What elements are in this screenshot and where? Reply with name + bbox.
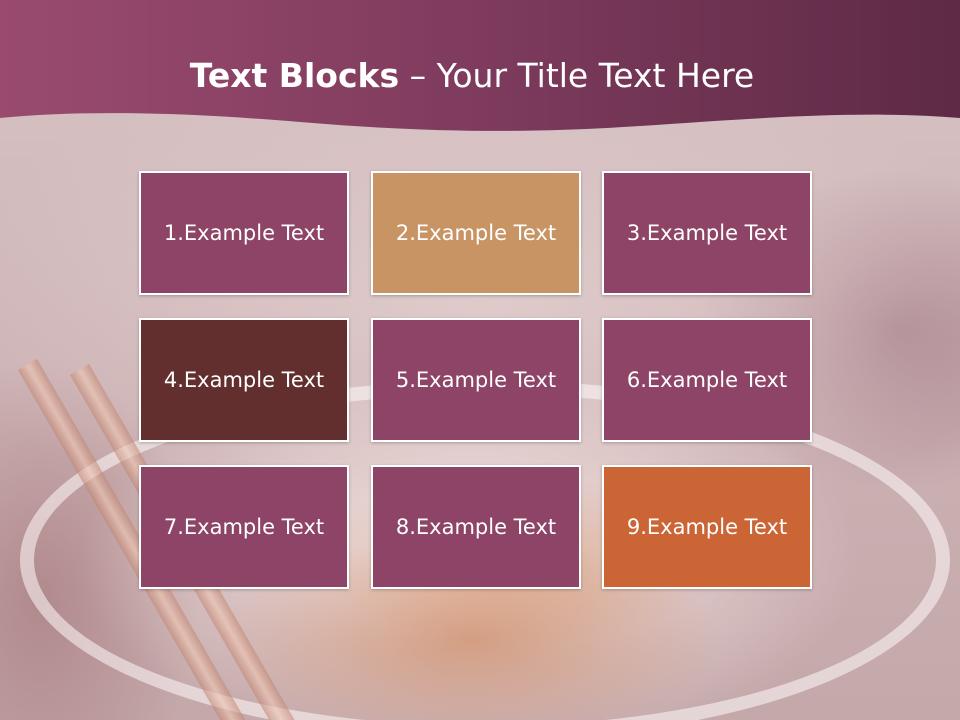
text-block-label: 6.Example Text xyxy=(626,368,788,392)
title-bold: Text Blocks xyxy=(189,56,400,95)
text-block-1[interactable]: 1.Example Text xyxy=(139,171,349,295)
title-band: Text Blocks – Your Title Text Here xyxy=(0,0,960,150)
text-block-label: 7.Example Text xyxy=(163,515,325,539)
text-block-4[interactable]: 4.Example Text xyxy=(139,318,349,442)
text-block-label: 8.Example Text xyxy=(395,515,557,539)
title-band-shape xyxy=(0,0,960,131)
text-block-3[interactable]: 3.Example Text xyxy=(602,171,812,295)
text-block-2[interactable]: 2.Example Text xyxy=(371,171,581,295)
text-block-6[interactable]: 6.Example Text xyxy=(602,318,812,442)
text-block-label: 1.Example Text xyxy=(163,221,325,245)
text-block-label: 9.Example Text xyxy=(626,515,788,539)
text-block-label: 3.Example Text xyxy=(626,221,788,245)
text-block-label: 2.Example Text xyxy=(395,221,557,245)
title-rest: Your Title Text Here xyxy=(436,56,755,95)
text-block-9[interactable]: 9.Example Text xyxy=(602,465,812,589)
text-block-7[interactable]: 7.Example Text xyxy=(139,465,349,589)
text-block-5[interactable]: 5.Example Text xyxy=(371,318,581,442)
text-block-label: 5.Example Text xyxy=(395,368,557,392)
page-title: Text Blocks – Your Title Text Here xyxy=(0,54,944,98)
text-block-label: 4.Example Text xyxy=(163,368,325,392)
title-dash: – xyxy=(399,56,437,95)
text-block-8[interactable]: 8.Example Text xyxy=(371,465,581,589)
